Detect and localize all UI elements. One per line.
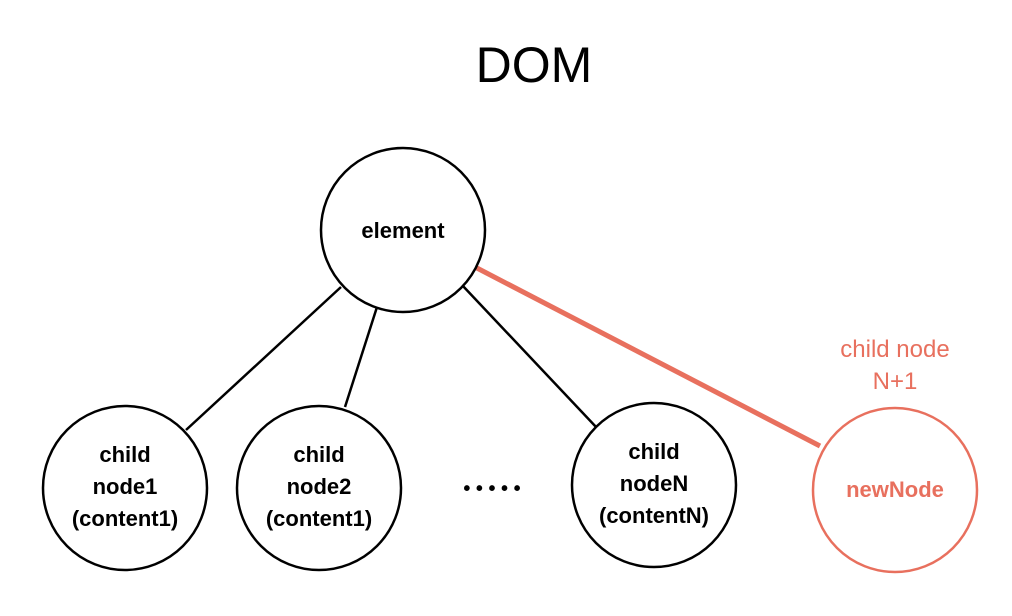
child-node-2-line-2: node2: [287, 474, 352, 499]
new-node-circle: [811, 406, 979, 574]
new-node-label: newNode: [846, 477, 944, 502]
edge-element-childN: [461, 284, 598, 429]
child-node-2-line-1: child: [293, 442, 344, 467]
new-node: newNode: [811, 406, 979, 574]
child-node-n-circle: [570, 401, 738, 569]
child-node-n-line-2: nodeN: [620, 471, 688, 496]
edge-element-newnode: [473, 264, 822, 449]
child-node-n-line-1: child: [628, 439, 679, 464]
newnode-annotation-line-2: N+1: [873, 368, 918, 395]
child-node-n-line-3: (contentN): [599, 503, 709, 528]
newnode-annotation-line-1: child node: [840, 336, 949, 363]
child-node-2: child node2 (content1): [235, 404, 403, 572]
edge-element-child2: [343, 306, 379, 408]
element-node-circle: [319, 146, 487, 314]
element-node-label: element: [361, 218, 445, 243]
child-node-1-circle: [41, 404, 209, 572]
ellipsis: • • • • •: [463, 478, 520, 500]
diagram-title: DOM: [476, 37, 593, 93]
child-node-1-line-2: node1: [93, 474, 158, 499]
child-node-n: child nodeN (contentN): [570, 401, 738, 569]
edge-element-child1: [185, 286, 342, 431]
child-node-1-line-1: child: [99, 442, 150, 467]
element-node: element: [319, 146, 487, 314]
child-node-1: child node1 (content1): [41, 404, 209, 572]
child-node-2-line-3: (content1): [266, 506, 372, 531]
child-node-1-line-3: (content1): [72, 506, 178, 531]
child-node-2-circle: [235, 404, 403, 572]
